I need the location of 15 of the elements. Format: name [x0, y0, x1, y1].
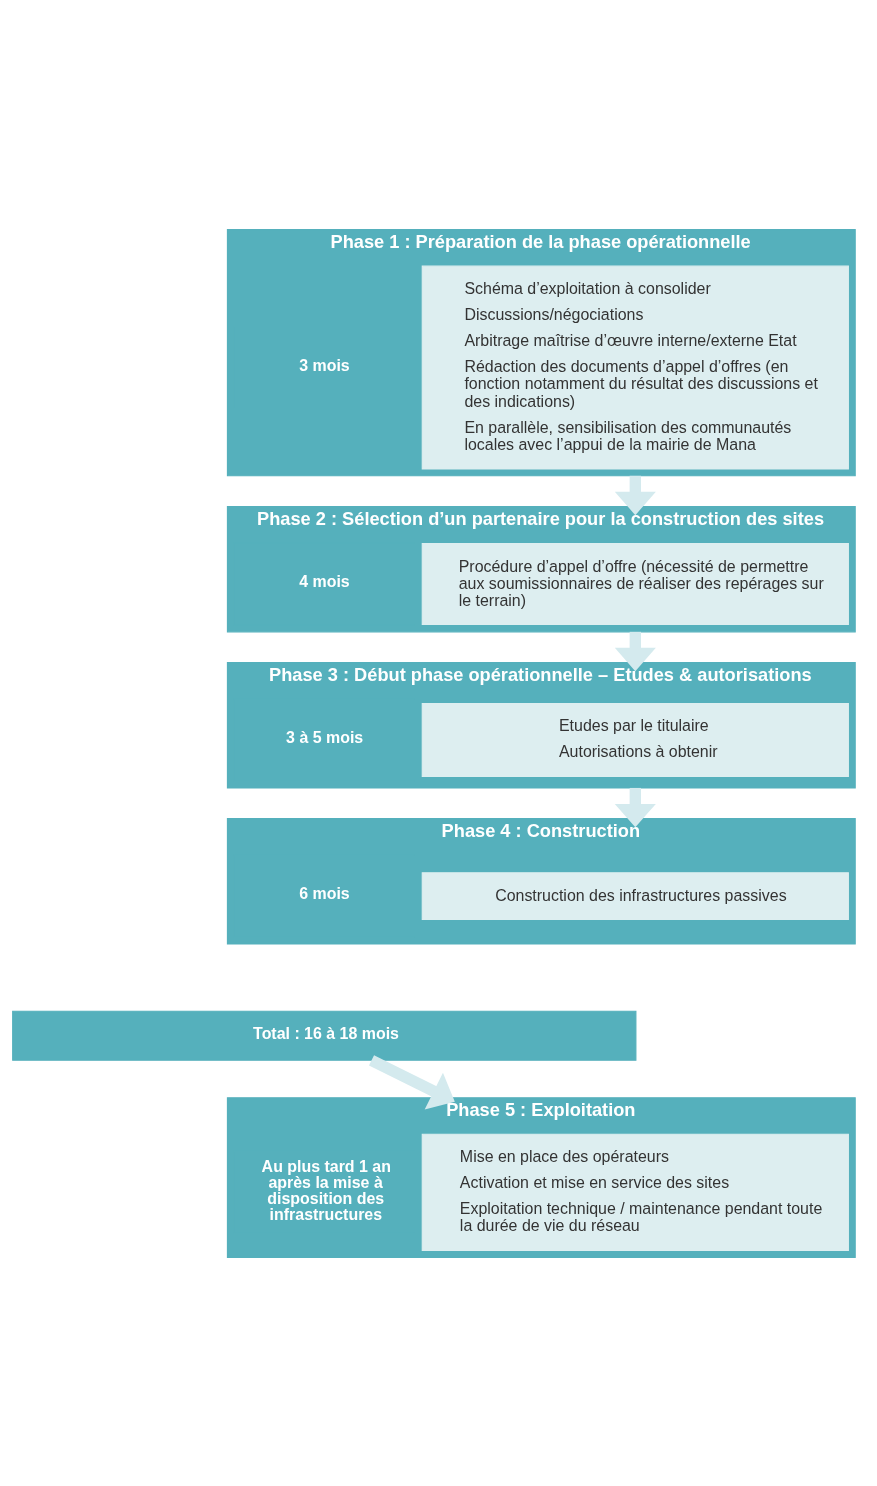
- node-text: 3 mois: [299, 356, 350, 374]
- node-box: Mise en place des opérateurs Activation et mise en service des sites Exploitation technique / maintenance pendant toute la durée de vie du réseau: [421, 1133, 849, 1251]
- node-box: Etudes par le titulaire Autorisations à obtenir: [421, 702, 849, 777]
- arrow: [614, 475, 656, 515]
- node-text: 4 mois: [299, 572, 350, 590]
- node-text: 3 à 5 mois: [286, 728, 364, 746]
- node-box: Schéma d’exploitation à consolider Discussions/négociations Arbitrage maîtrise d’œuvre interne/externe Etat Rédaction des documents d’appel d’offres (en fonction notamment du résultat des discussions et des indications) En parallèle, sensibilisation des communautés locales avec l’appui de la mairie de Mana: [421, 265, 849, 469]
- node-box: Total : 16 à 18 mois: [12, 1010, 637, 1061]
- node-text: 6 mois: [299, 884, 350, 902]
- node-box: Construction des infrastructures passives: [421, 871, 849, 920]
- node-box: Procédure d’appel d’offre (nécessité de permettre aux soumissionnaires de réaliser des repérages sur le terrain): [421, 542, 849, 625]
- arrow: [614, 787, 656, 827]
- arrow: [614, 631, 656, 671]
- node-text: Au plus tard 1 an après la mise à disposition des infrastructures: [261, 1157, 391, 1223]
- arrow: [369, 1054, 455, 1110]
